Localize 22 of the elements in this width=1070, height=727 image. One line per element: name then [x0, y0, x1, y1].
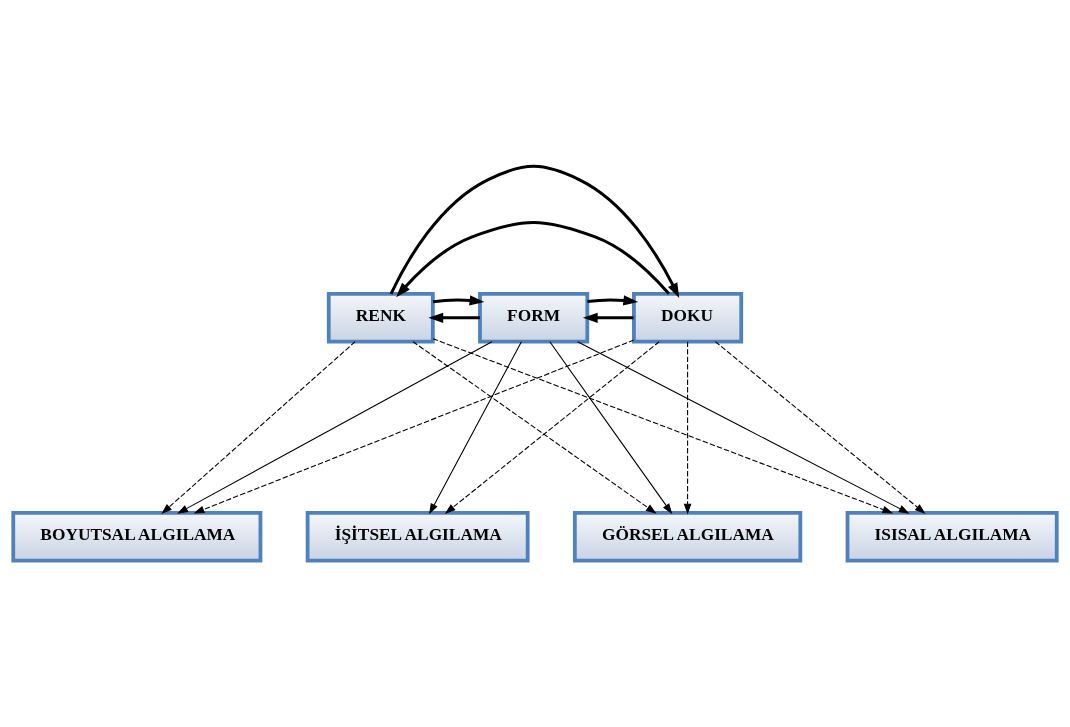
arrow	[683, 341, 692, 515]
arrow	[193, 339, 635, 514]
arrow	[582, 312, 634, 323]
arrow	[429, 341, 522, 515]
node-box: BOYUTSAL ALGILAMA	[11, 511, 263, 563]
arrow	[428, 312, 480, 323]
arrow	[432, 338, 894, 514]
node-box: ISISAL ALGILAMA	[845, 511, 1059, 563]
arrow	[577, 341, 910, 514]
node-box: RENK	[326, 292, 435, 344]
arrow	[432, 295, 485, 306]
arrow	[714, 341, 926, 514]
node-box: FORM	[478, 292, 590, 344]
arrow	[177, 341, 493, 514]
arrow	[161, 341, 356, 514]
node-box: GÖRSEL ALGILAMA	[572, 511, 803, 563]
arrow	[587, 295, 639, 306]
node-box: İŞİTSEL ALGILAMA	[305, 511, 530, 563]
node-box: DOKU	[632, 292, 744, 344]
arrow	[549, 341, 673, 515]
arrow	[396, 220, 671, 298]
arrow	[389, 164, 680, 298]
